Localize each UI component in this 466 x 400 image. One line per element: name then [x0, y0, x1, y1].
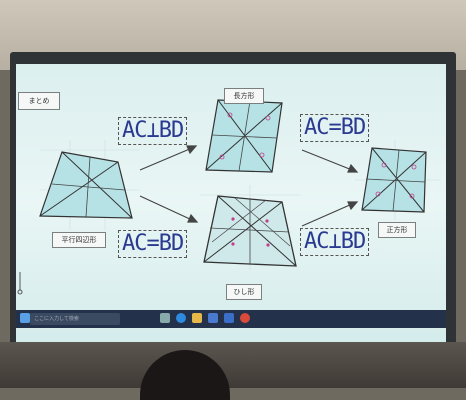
folder-icon[interactable] — [192, 313, 202, 323]
parallelogram-figure — [39, 151, 133, 219]
rectangle-figure — [205, 99, 283, 173]
rhombus-figure — [203, 195, 297, 267]
store-icon[interactable] — [208, 313, 218, 323]
taskbar-search-input[interactable]: ここに入力して検索 — [30, 313, 120, 325]
handwriting-ac-perp-bd-bottom: AC⊥BD — [300, 228, 370, 256]
handwriting-ac-eq-bd-bottom: AC=BD — [118, 230, 188, 258]
square-label: 正方形 — [378, 222, 416, 238]
rhombus-label: ひし形 — [226, 284, 262, 300]
windows-icon[interactable] — [20, 313, 30, 323]
parallelogram-label: 平行四辺形 — [52, 232, 106, 248]
matome-label: まとめ — [18, 92, 60, 110]
handwriting-ac-eq-bd-top: AC=BD — [300, 114, 370, 142]
chrome-icon[interactable] — [240, 313, 250, 323]
classroom-foreground — [0, 342, 466, 388]
handwriting-ac-perp-bd-top: AC⊥BD — [118, 117, 188, 145]
edge-icon[interactable] — [176, 313, 186, 323]
geometry-figures — [17, 99, 440, 295]
mail-icon[interactable] — [224, 313, 234, 323]
arrows — [139, 145, 359, 227]
rectangle-label: 長方形 — [224, 88, 264, 104]
square-figure — [361, 147, 427, 213]
task-view-icon[interactable] — [160, 313, 170, 323]
